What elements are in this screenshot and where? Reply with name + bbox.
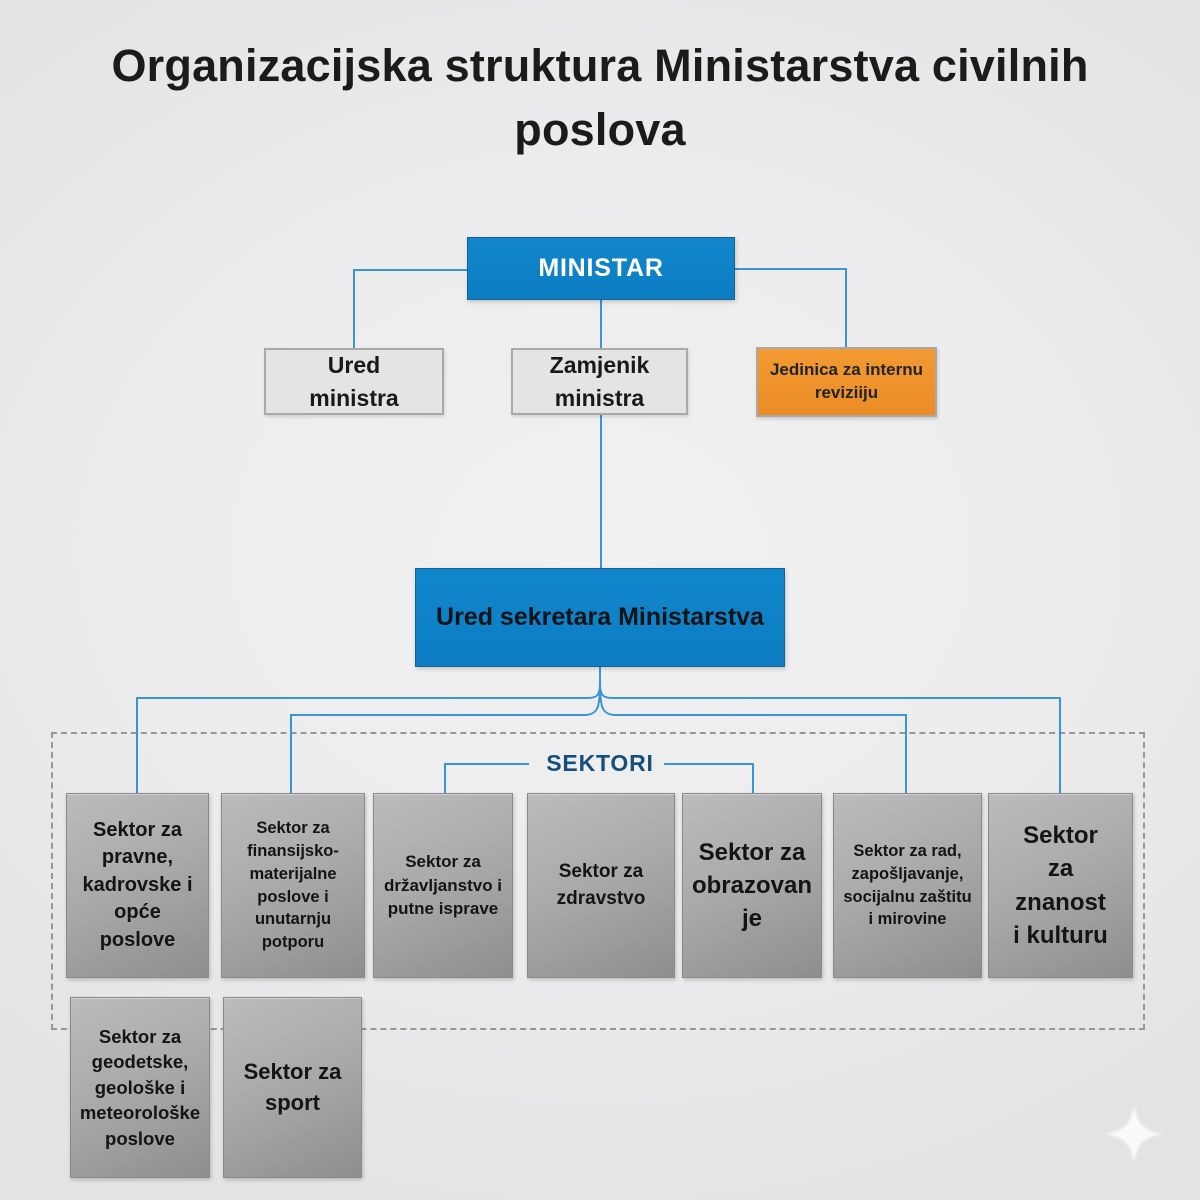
sector-box-citizenship-travel-docs: Sektor za državljanstvo i putne isprave bbox=[373, 793, 513, 978]
internal-audit-box: Jedinica za internu reviziiju bbox=[756, 347, 937, 417]
sector-box-science-culture: Sektor za znanost i kulturu bbox=[988, 793, 1133, 978]
secretary-office-box: Ured sekretara Ministarstva bbox=[415, 568, 785, 667]
minister-office-box: Ured ministra bbox=[264, 348, 444, 415]
sektori-group-border bbox=[51, 732, 1145, 1030]
sector-box-geodetic-geological-meteorological: Sektor za geodetske, geološke i meteorol… bbox=[70, 997, 210, 1178]
sector-label: Sektor za znanost i kulturu bbox=[1013, 822, 1108, 949]
minister-box: MINISTAR bbox=[467, 237, 735, 300]
sector-label: Sektor za rad, zapošljavanje, socijalnu … bbox=[843, 841, 972, 929]
sector-label: Sektor za zdravstvo bbox=[556, 861, 646, 909]
sector-label: Sektor za sport bbox=[243, 1059, 342, 1115]
page-title: Organizacijska struktura Ministarstva ci… bbox=[111, 40, 1089, 155]
sector-label: Sektor za geodetske, geološke i meteorol… bbox=[79, 1025, 201, 1149]
sector-label: Sektor za pravne, kadrovske i opće poslo… bbox=[82, 818, 193, 951]
sector-box-labor-social: Sektor za rad, zapošljavanje, socijalnu … bbox=[833, 793, 982, 978]
deputy-minister-box: Zamjenik ministra bbox=[511, 348, 688, 415]
deputy-minister-label: Zamjenik ministra bbox=[549, 352, 650, 411]
sector-box-sport: Sektor za sport bbox=[223, 997, 362, 1178]
sector-label: Sektor za finansijsko-materijalne poslov… bbox=[247, 819, 339, 952]
sector-label: Sektor za obrazovanje bbox=[691, 838, 813, 933]
sector-label: Sektor za državljanstvo i putne isprave bbox=[383, 852, 503, 919]
sektori-group-label: SEKTORI bbox=[546, 750, 654, 776]
sector-box-finance-material: Sektor za finansijsko-materijalne poslov… bbox=[221, 793, 365, 978]
sector-box-health: Sektor za zdravstvo bbox=[527, 793, 675, 978]
secretary-office-label: Ured sekretara Ministarstva bbox=[436, 603, 764, 632]
sector-box-legal-hr-general: Sektor za pravne, kadrovske i opće poslo… bbox=[66, 793, 209, 978]
minister-label: MINISTAR bbox=[538, 254, 664, 282]
minister-office-label: Ured ministra bbox=[309, 352, 399, 411]
sector-box-education: Sektor za obrazovanje bbox=[682, 793, 822, 978]
internal-audit-label: Jedinica za internu reviziiju bbox=[769, 360, 924, 402]
sparkle-icon bbox=[1105, 1105, 1163, 1163]
